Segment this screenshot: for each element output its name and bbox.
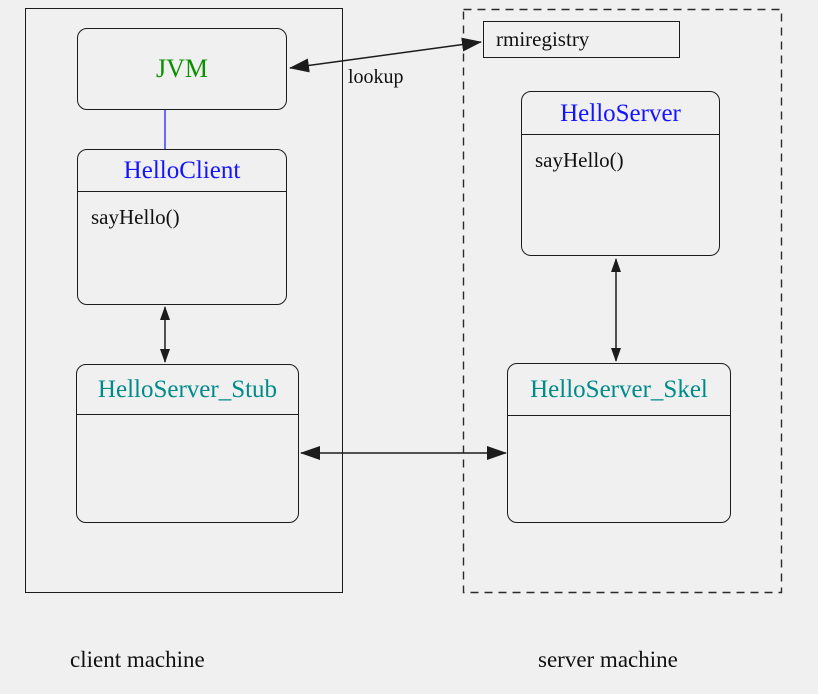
helloserver-skel-box: HelloServer_Skel xyxy=(507,363,731,523)
rmiregistry-label: rmiregistry xyxy=(496,27,590,51)
helloserver-stub-box: HelloServer_Stub xyxy=(76,364,299,523)
helloserver-method: sayHello() xyxy=(535,148,624,172)
jvm-box: JVM xyxy=(77,28,287,110)
jvm-label: JVM xyxy=(155,54,208,83)
rmiregistry-box: rmiregistry xyxy=(483,21,680,58)
client-machine-label: client machine xyxy=(70,647,205,672)
helloserver-skel-title: HelloServer_Skel xyxy=(508,364,730,416)
helloserver-skel-body xyxy=(508,416,730,429)
helloserver-box: HelloServer sayHello() xyxy=(521,91,720,256)
helloserver-stub-body xyxy=(77,415,298,428)
lookup-label: lookup xyxy=(348,66,404,88)
helloclient-title: HelloClient xyxy=(78,150,286,192)
helloserver-stub-title: HelloServer_Stub xyxy=(77,365,298,415)
helloserver-title: HelloServer xyxy=(522,92,719,135)
client-machine-box xyxy=(25,8,343,593)
helloclient-method: sayHello() xyxy=(91,205,180,229)
helloclient-box: HelloClient sayHello() xyxy=(77,149,287,305)
server-machine-label: server machine xyxy=(538,647,678,672)
